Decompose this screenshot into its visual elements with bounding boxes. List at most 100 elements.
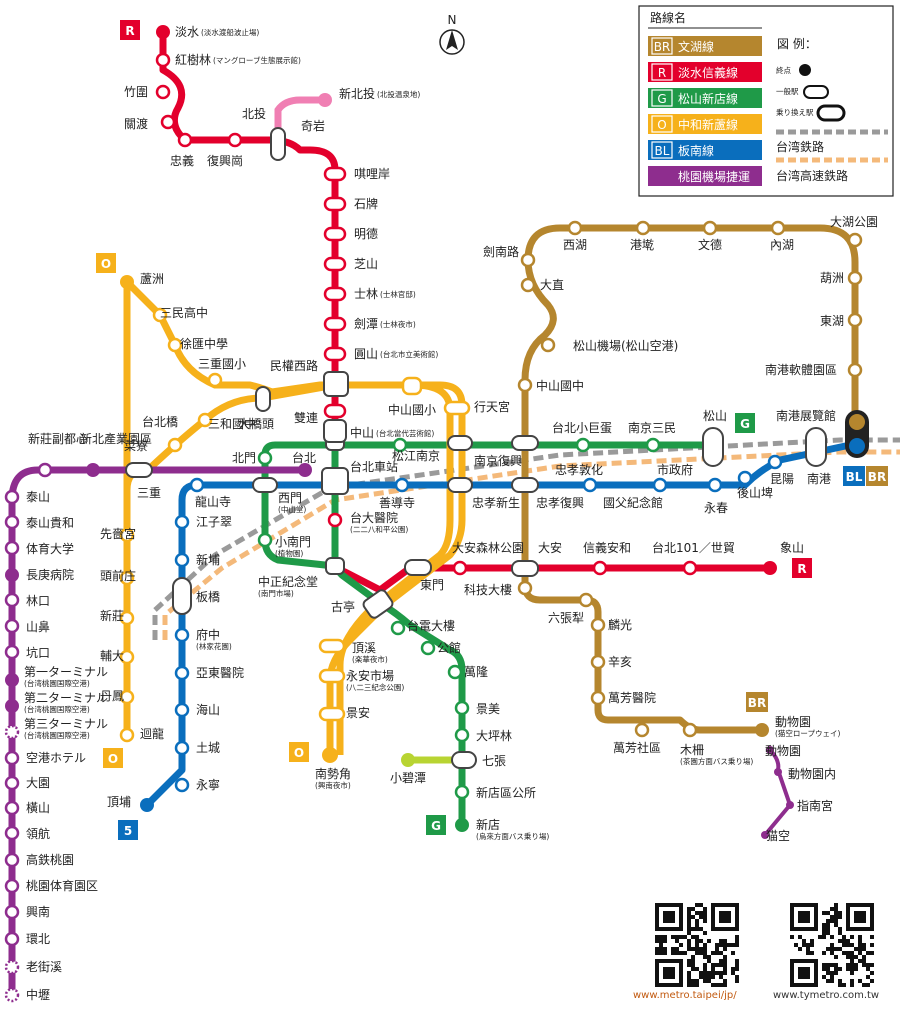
station-name[interactable]: 菜寮 — [124, 438, 148, 453]
station-name[interactable]: 復興崗 — [207, 153, 243, 168]
station-name[interactable]: 松山機場(松山空港) — [573, 338, 678, 353]
station-name[interactable]: 第二ターミナル — [24, 691, 108, 705]
station-name[interactable]: 新北投 — [339, 86, 375, 101]
station-name[interactable]: 林口 — [26, 594, 50, 608]
station-name[interactable]: 港墘 — [630, 238, 654, 252]
station-name[interactable]: 東湖 — [820, 313, 844, 328]
station-name[interactable]: 蘆洲 — [140, 272, 164, 286]
station-name[interactable]: 丹鳳 — [100, 689, 124, 703]
station-name[interactable]: 中山國小 — [388, 402, 436, 417]
station-name[interactable]: 木柵 — [680, 743, 704, 757]
station-name[interactable]: 永春 — [704, 501, 728, 515]
station-name[interactable]: 台大醫院 — [350, 510, 398, 525]
station-name[interactable]: 領航 — [26, 826, 50, 841]
station-name[interactable]: 辛亥 — [608, 655, 632, 669]
station-name[interactable]: 大安森林公園 — [452, 540, 524, 555]
station-name[interactable]: 大橋頭 — [238, 417, 274, 431]
station-name[interactable]: 石牌 — [354, 197, 378, 211]
station-name[interactable]: 忠孝敦化 — [555, 462, 603, 477]
station-name[interactable]: 麟光 — [608, 617, 632, 632]
station-name[interactable]: 北門 — [232, 451, 256, 465]
tymetro-url[interactable]: www.tymetro.com.tw — [773, 990, 879, 1001]
station-name[interactable]: 頭前庄 — [100, 568, 136, 583]
station-name[interactable]: 新莊 — [100, 608, 124, 623]
station-name[interactable]: 科技大樓 — [464, 582, 512, 597]
station-name[interactable]: 台電大樓 — [407, 618, 455, 633]
station-name[interactable]: 台北車站 — [350, 459, 398, 474]
station-name[interactable]: 國父紀念館 — [603, 495, 663, 510]
station-name[interactable]: 後山埤 — [737, 486, 773, 500]
station-name[interactable]: 紅樹林 — [175, 53, 211, 67]
station-name[interactable]: 善導寺 — [379, 495, 415, 510]
station-name[interactable]: 府中 — [196, 627, 220, 642]
station-name[interactable]: 中正紀念堂 — [258, 574, 318, 589]
station-name[interactable]: 長庚病院 — [26, 567, 74, 582]
station-name[interactable]: 南勢角 — [315, 766, 351, 781]
station-name[interactable]: 台北 — [292, 450, 316, 465]
station-name[interactable]: 第三ターミナル — [24, 717, 108, 731]
station-name[interactable]: 新莊副都心 — [28, 431, 88, 446]
station-name[interactable]: 內湖 — [770, 237, 794, 252]
station-name[interactable]: 象山 — [780, 541, 804, 555]
station-name[interactable]: 龍山寺 — [195, 494, 231, 509]
station-name[interactable]: 大直 — [540, 278, 564, 292]
station-name[interactable]: 中壢 — [26, 987, 50, 1002]
station-name[interactable]: 輔大 — [100, 649, 124, 663]
metro-url[interactable]: www.metro.taipei/jp/ — [633, 990, 737, 1001]
station-name[interactable]: 萬芳社區 — [613, 740, 661, 755]
station-name[interactable]: 劍潭 — [354, 316, 378, 331]
station-name[interactable]: 忠義 — [170, 153, 194, 168]
station-name[interactable]: 北投 — [242, 106, 266, 121]
station-name[interactable]: 亞東醫院 — [196, 666, 244, 680]
station-name[interactable]: 行天宮 — [474, 399, 510, 414]
station-name[interactable]: 南京三民 — [628, 420, 676, 435]
station-name[interactable]: 空港ホテル — [26, 751, 86, 765]
station-name[interactable]: 板橋 — [196, 590, 220, 604]
station-name[interactable]: 橫山 — [26, 801, 50, 815]
station-name[interactable]: 南港展覽館 — [776, 408, 836, 423]
station-name[interactable]: 小南門 — [275, 534, 311, 549]
station-name[interactable]: 台北小巨蛋 — [552, 420, 612, 435]
station-name[interactable]: 七張 — [482, 754, 506, 768]
station-name[interactable]: 西湖 — [563, 237, 587, 252]
station-name[interactable]: 頂溪 — [352, 641, 376, 655]
station-name[interactable]: 指南宮 — [797, 798, 833, 813]
station-name[interactable]: 泰山貴和 — [26, 516, 74, 530]
station-name[interactable]: 松山 — [703, 409, 727, 423]
station-name[interactable]: 老街溪 — [26, 960, 62, 974]
station-name[interactable]: 西門 — [278, 491, 302, 505]
station-name[interactable]: 新店區公所 — [476, 785, 536, 800]
station-name[interactable]: 南京復興 — [474, 453, 522, 468]
station-name[interactable]: 動物園 — [765, 744, 801, 758]
station-name[interactable]: 公館 — [437, 640, 461, 655]
station-name[interactable]: 三和國中 — [208, 416, 256, 431]
station-name[interactable]: 山鼻 — [26, 619, 50, 634]
station-name[interactable]: 高鉄桃園 — [26, 852, 74, 867]
station-name[interactable]: 頂埔 — [107, 795, 131, 809]
station-name[interactable]: 萬隆 — [464, 664, 488, 679]
station-name[interactable]: 雙連 — [294, 411, 318, 425]
station-name[interactable]: 士林 — [354, 287, 378, 301]
station-name[interactable]: 忠孝新生 — [472, 495, 520, 510]
station-name[interactable]: 竹圍 — [124, 85, 148, 99]
station-name[interactable]: 台北101／世貿 — [652, 540, 735, 555]
station-name[interactable]: 泰山 — [26, 490, 50, 504]
station-name[interactable]: 新北產業園區 — [80, 431, 152, 446]
station-name[interactable]: 南港 — [807, 471, 831, 486]
station-name[interactable]: 桃園体育園区 — [26, 878, 98, 893]
station-name[interactable]: 萬芳醫院 — [608, 691, 656, 705]
station-name[interactable]: 江子翠 — [196, 515, 232, 529]
station-name[interactable]: 新埔 — [196, 552, 220, 567]
station-name[interactable]: 体育大学 — [26, 541, 74, 556]
station-name[interactable]: 南港軟體園區 — [765, 362, 837, 377]
station-name[interactable]: 關渡 — [124, 116, 148, 131]
station-name[interactable]: 東門 — [420, 578, 444, 592]
station-name[interactable]: 動物園内 — [788, 767, 836, 781]
station-name[interactable]: 中山 — [350, 425, 374, 440]
station-name[interactable]: 迴龍 — [140, 726, 164, 741]
station-name[interactable]: 先嗇宮 — [100, 526, 136, 541]
station-name[interactable]: 大安 — [538, 540, 562, 555]
station-name[interactable]: 小碧潭 — [390, 771, 426, 785]
station-name[interactable]: 新店 — [476, 817, 500, 832]
station-name[interactable]: 永寧 — [196, 777, 220, 792]
